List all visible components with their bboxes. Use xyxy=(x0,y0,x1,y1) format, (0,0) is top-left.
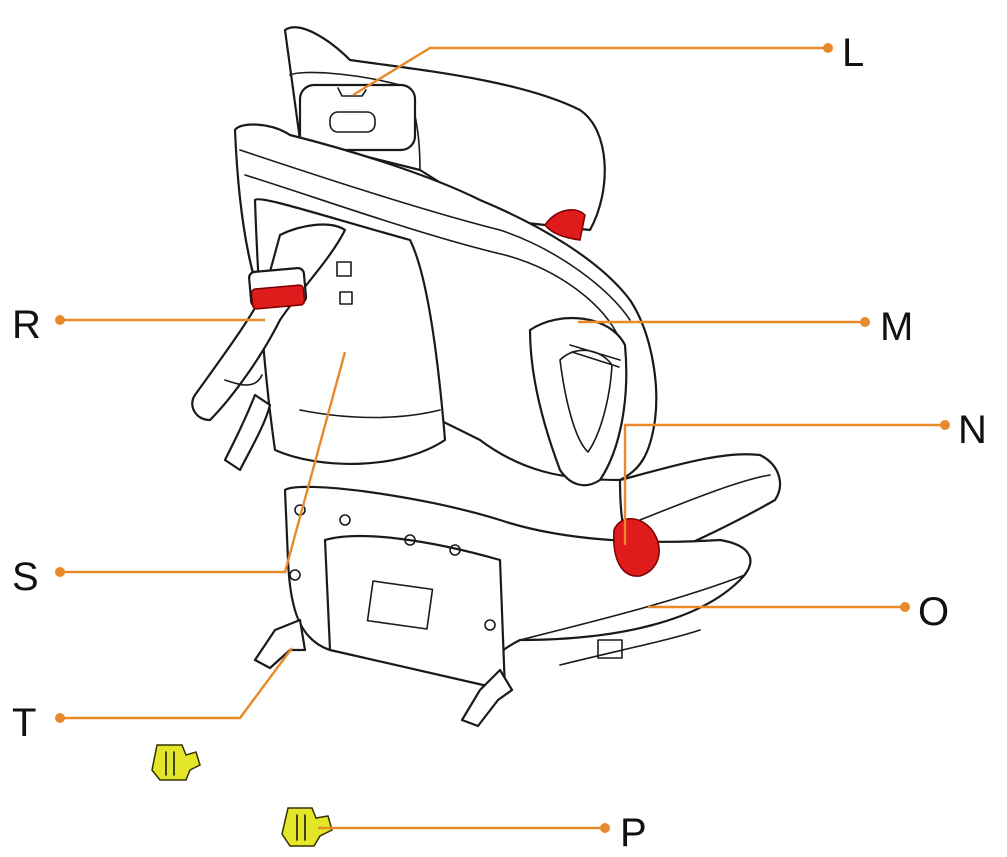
isofix-guide-upper xyxy=(151,744,201,781)
callout-N: N xyxy=(623,408,987,545)
callout-O: O xyxy=(648,590,949,634)
callout-S: S xyxy=(12,351,347,599)
isofix-guide-lower xyxy=(281,807,333,847)
callout-M: M xyxy=(578,305,913,349)
callout-P: P xyxy=(318,811,647,855)
callout-label-S: S xyxy=(12,555,39,599)
headrest-belt-guide-red xyxy=(544,209,586,241)
callout-L: L xyxy=(352,31,864,97)
car-seat-illustration xyxy=(191,26,782,728)
callout-label-M: M xyxy=(880,305,913,349)
callout-label-L: L xyxy=(842,31,864,75)
callout-label-T: T xyxy=(12,701,36,745)
belt-clip-red xyxy=(250,284,306,310)
callout-label-O: O xyxy=(918,590,949,634)
callout-label-N: N xyxy=(958,408,987,452)
callout-label-P: P xyxy=(620,811,647,855)
callout-T: T xyxy=(12,647,293,745)
callout-label-R: R xyxy=(12,303,41,347)
callout-R: R xyxy=(12,303,265,347)
